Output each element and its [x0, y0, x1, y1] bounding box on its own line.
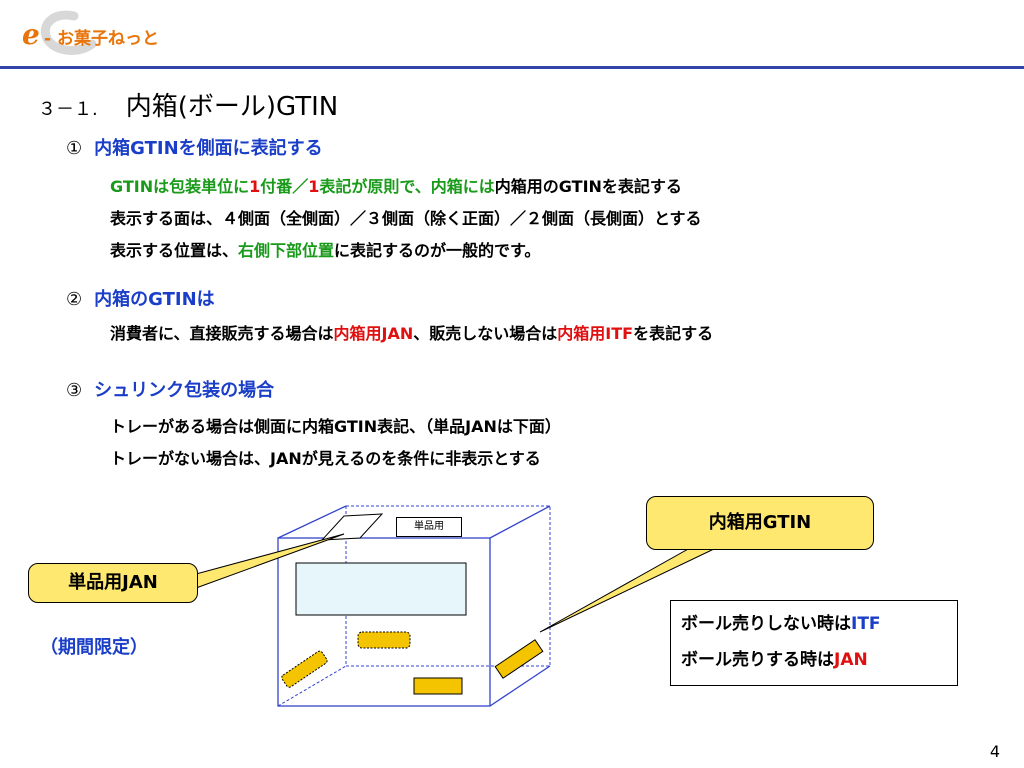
barcode-dashed-front — [357, 631, 411, 649]
gtin-rule-box: ボール売りしない時はITF ボール売りする時はJAN — [670, 600, 958, 686]
single-item-label: 単品用 — [396, 517, 462, 537]
text-run: トレーがある場合は側面に内箱GTIN表記、（単品JANは下面） — [110, 417, 561, 436]
section-1-line-3: 表示する位置は、右側下部位置に表記するのが一般的です。 — [110, 237, 540, 261]
title-text: 内箱(ボール)GTIN — [125, 92, 339, 122]
text-run: 1 — [308, 177, 320, 196]
section-2-heading: ② 内箱のGTINは — [66, 285, 215, 311]
section-3-title: シュリンク包装の場合 — [94, 380, 275, 401]
section-1-line-1: GTINは包装単位に1付番／1表記が原則で、内箱には内箱用のGTINを表記する — [110, 173, 682, 197]
header-divider — [0, 66, 1024, 69]
text-run: 内箱用ITF — [557, 324, 634, 343]
section-3-heading: ③ シュリンク包装の場合 — [66, 376, 274, 402]
slide-title: ３－１. 内箱(ボール)GTIN — [38, 86, 338, 123]
text-run: 表記が原則で、内箱には — [319, 177, 495, 196]
page-number: 4 — [989, 742, 1000, 761]
text-run: 右側下部位置 — [238, 241, 335, 260]
section-2-line-1: 消費者に、直接販売する場合は内箱用JAN、販売しない場合は内箱用ITFを表記する — [110, 320, 713, 344]
rule-box-sale-text: ボール売りする時は — [681, 650, 834, 670]
box-edge-top-left — [277, 505, 347, 539]
text-run: 、販売しない場合は — [413, 324, 558, 343]
section-3-line-2: トレーがない場合は、JANが見えるのを条件に非表示とする — [110, 445, 541, 469]
rule-box-sale: ボール売りする時はJAN — [681, 645, 957, 677]
barcode-dashed-side — [281, 650, 328, 688]
barcode-front-right — [413, 677, 463, 695]
text-run: 表示する面は、４側面（全側面）／３側面（除く正面）／２側面（長側面）とする — [110, 209, 702, 228]
callout-inner-box-gtin: 内箱用GTIN — [646, 496, 874, 550]
logo — [16, 10, 166, 62]
box-front-face — [277, 537, 491, 707]
text-run: 消費者に、直接販売する場合は — [110, 324, 334, 343]
logo-text: - お菓子ねっと — [44, 29, 159, 49]
text-run: を表記する — [633, 324, 714, 343]
section-1-marker: ① — [66, 138, 83, 159]
section-2-title: 内箱のGTINは — [94, 289, 215, 310]
text-run: 内箱用のGTINを表記する — [494, 177, 682, 196]
box-edge-bottom-left — [277, 665, 347, 707]
box-edge-bottom-right — [489, 665, 551, 707]
callout-single-jan: 単品用JAN — [28, 563, 198, 603]
rule-no-box-sale: ボール売りしない時はITF — [681, 609, 957, 645]
text-run: 付番／ — [260, 177, 309, 196]
section-1-line-2: 表示する面は、４側面（全側面）／３側面（除く正面）／２側面（長側面）とする — [110, 205, 702, 229]
text-run: に表記するのが一般的です。 — [334, 241, 541, 260]
logo-swirl-icon — [40, 10, 97, 55]
box-edge-top-right — [489, 505, 551, 539]
section-3-line-1: トレーがある場合は側面に内箱GTIN表記、（単品JANは下面） — [110, 413, 561, 437]
rule-no-box-sale-text: ボール売りしない時は — [681, 614, 851, 634]
logo-mark: e — [22, 18, 40, 51]
section-2-marker: ② — [66, 289, 83, 310]
section-number: ３－１. — [38, 99, 98, 120]
section-1-title: 内箱GTINを側面に表記する — [94, 138, 323, 159]
front-window — [295, 562, 467, 616]
text-run: 内箱用JAN — [333, 324, 414, 343]
text-run: 表示する位置は、 — [110, 241, 239, 260]
text-run: 1 — [249, 177, 261, 196]
limited-period-note: （期間限定） — [40, 637, 148, 658]
top-label-shape — [320, 513, 384, 541]
rule-code-itf: ITF — [851, 614, 881, 634]
section-3-marker: ③ — [66, 380, 83, 401]
text-run: GTINは包装単位に — [110, 177, 250, 196]
barcode-side-right — [494, 639, 544, 679]
text-run: トレーがない場合は、JANが見えるのを条件に非表示とする — [110, 449, 541, 468]
section-1-heading: ① 内箱GTINを側面に表記する — [66, 134, 323, 160]
rule-code-jan: JAN — [834, 650, 868, 670]
